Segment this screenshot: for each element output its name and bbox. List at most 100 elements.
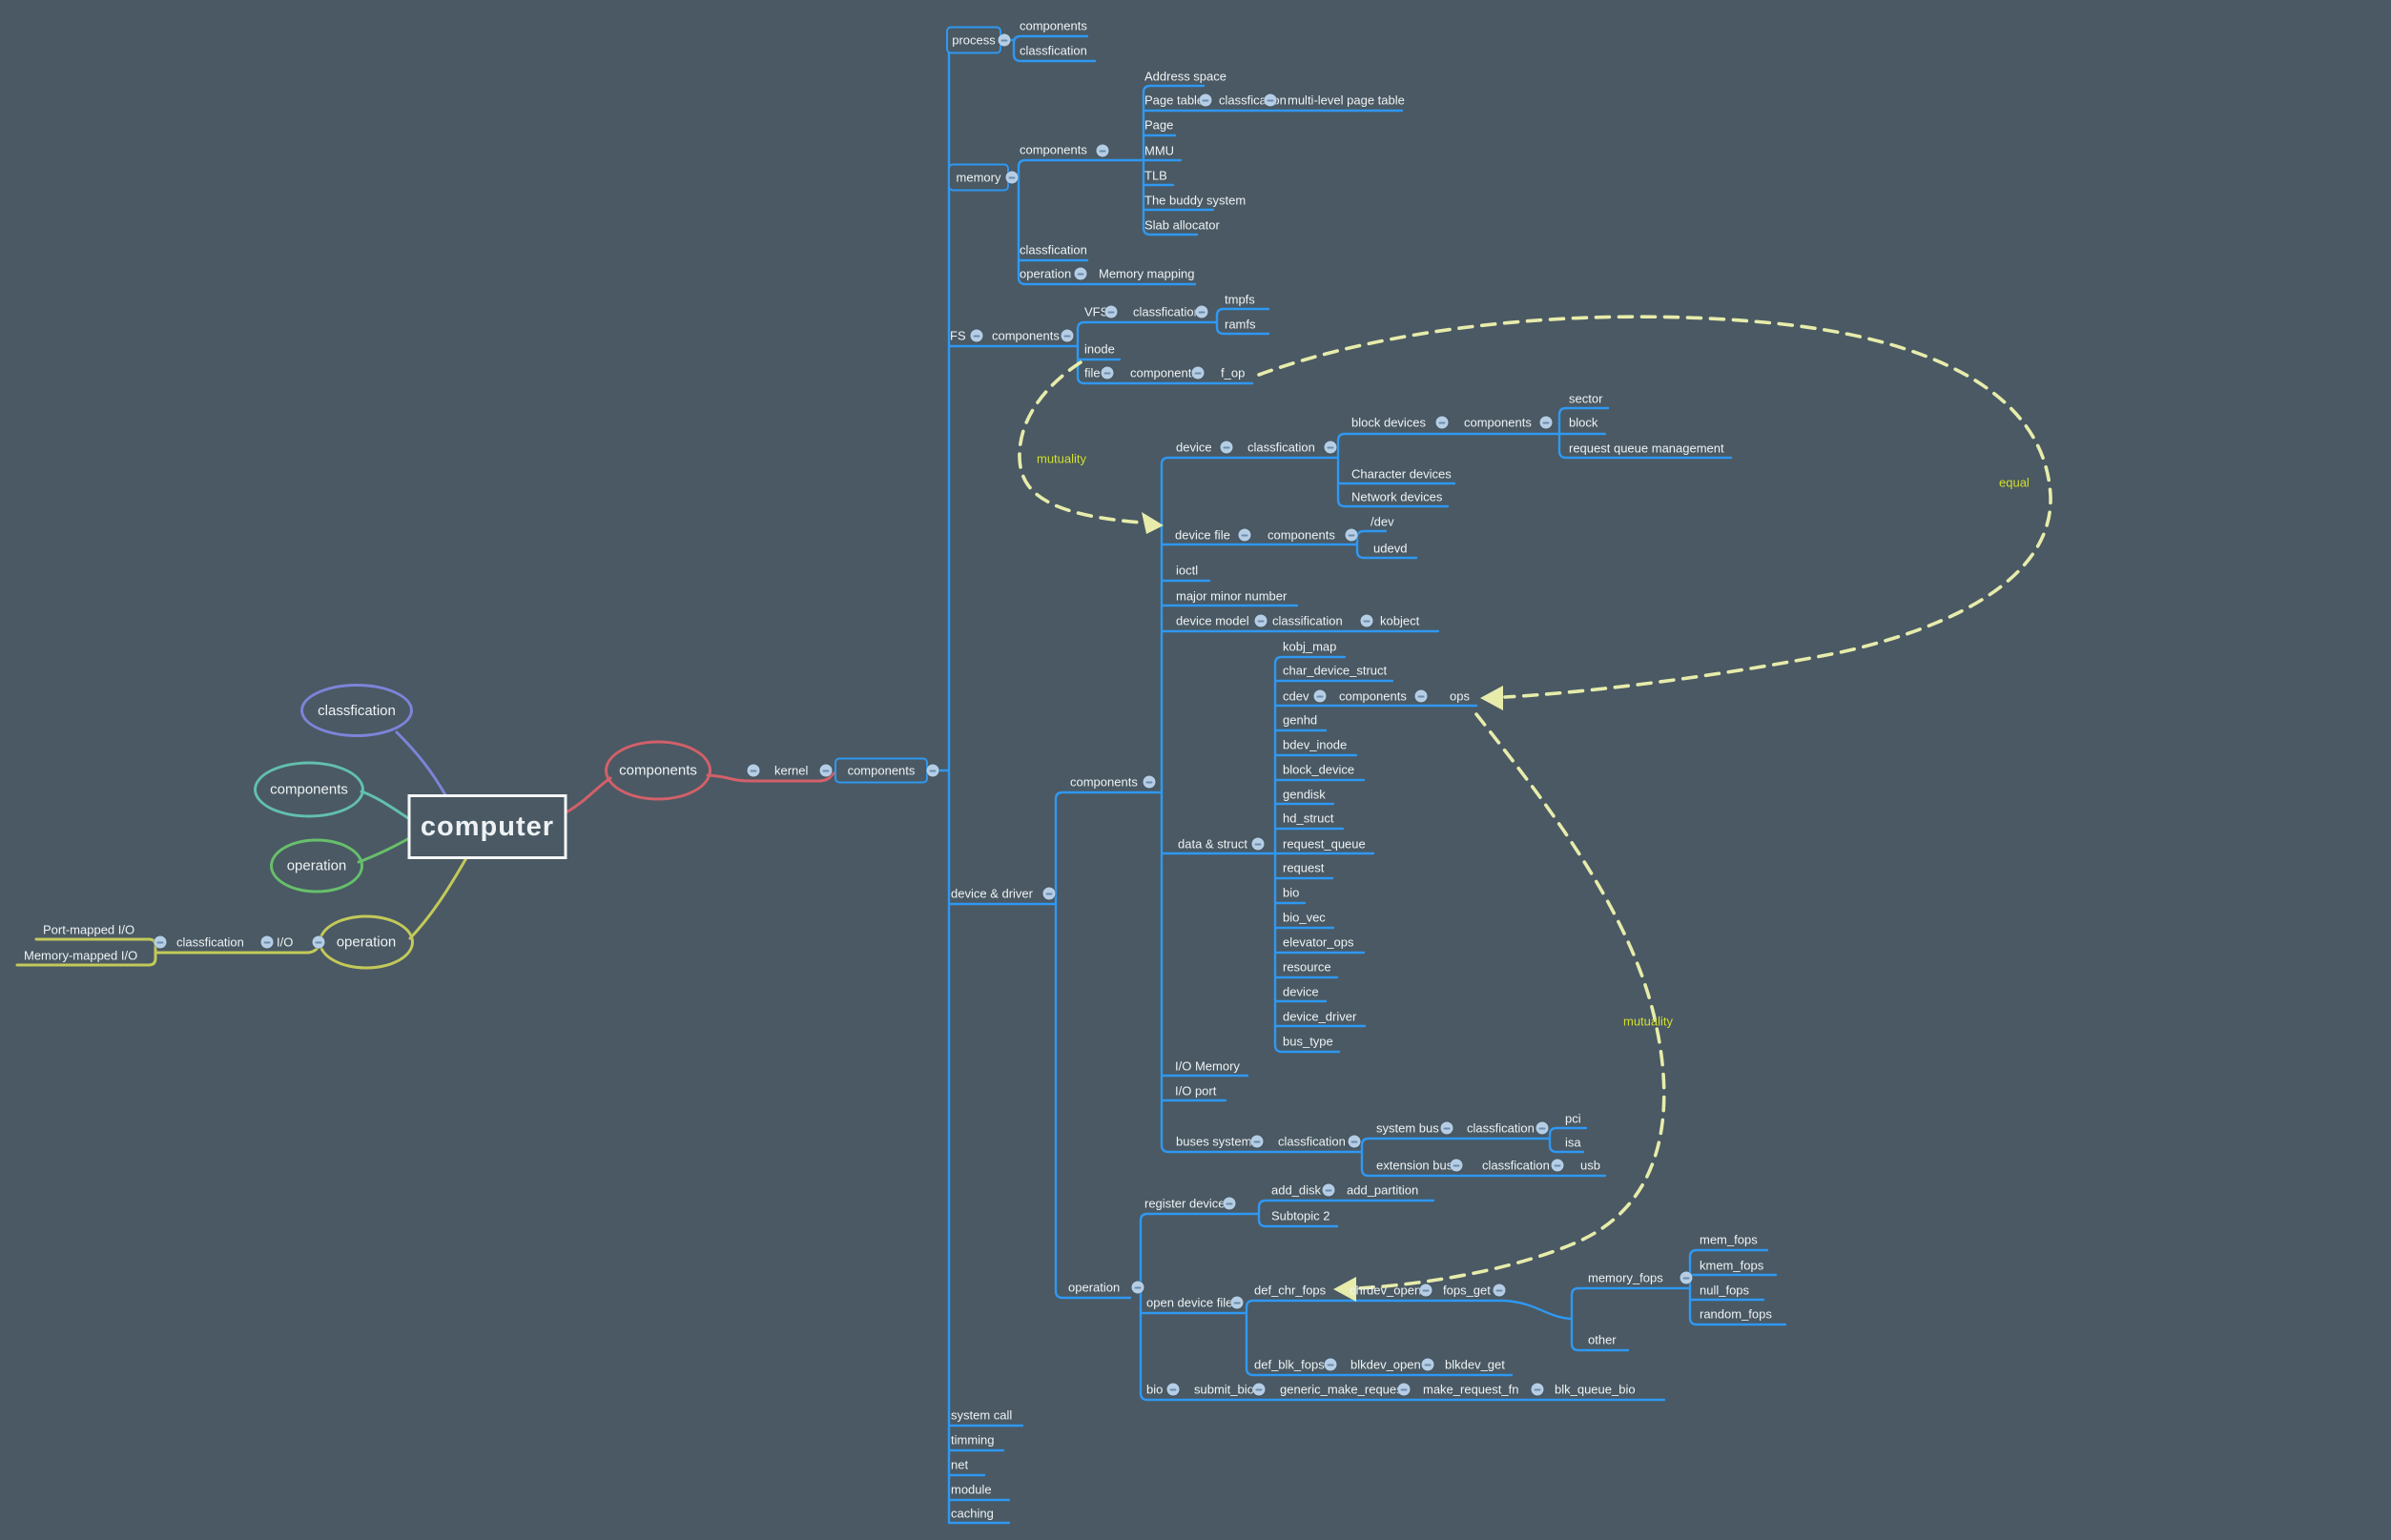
topic-memory-components[interactable]: components — [1020, 142, 1087, 157]
collapse-icon[interactable] — [819, 764, 833, 777]
topic-bio-struct[interactable]: bio — [1283, 885, 1300, 900]
collapse-icon[interactable] — [1195, 305, 1208, 318]
collapse-icon[interactable] — [1005, 171, 1019, 184]
collapse-icon[interactable] — [1061, 329, 1074, 342]
topic-dd-operation[interactable]: operation — [1068, 1280, 1121, 1295]
box-memory[interactable]: memory — [948, 163, 1009, 192]
topic-blkdev-open[interactable]: blkdev_open — [1350, 1357, 1421, 1372]
topic-f-op[interactable]: f_op — [1221, 365, 1246, 380]
topic-buddy-system[interactable]: The buddy system — [1144, 193, 1247, 208]
topic-gendisk[interactable]: gendisk — [1283, 787, 1326, 802]
topic-kernel[interactable]: kernel — [774, 763, 809, 778]
topic-device-struct[interactable]: device — [1283, 984, 1319, 999]
topic-tmpfs[interactable]: tmpfs — [1225, 292, 1255, 307]
topic-memory-mapping[interactable]: Memory mapping — [1099, 266, 1195, 281]
topic-inode[interactable]: inode — [1084, 341, 1115, 357]
relationship-curve-mutuality-1[interactable] — [1018, 360, 1144, 524]
oval-classfication[interactable]: classfication — [300, 684, 413, 737]
collapse-icon[interactable] — [1104, 305, 1118, 318]
collapse-icon[interactable] — [1397, 1383, 1411, 1396]
topic-device-model[interactable]: device model — [1176, 613, 1249, 628]
collapse-icon[interactable] — [1322, 1183, 1335, 1197]
topic-cdev[interactable]: cdev — [1283, 688, 1309, 704]
collapse-icon[interactable] — [926, 764, 939, 777]
topic-kobject[interactable]: kobject — [1380, 613, 1420, 628]
topic-def-chr-fops[interactable]: def_chr_fops — [1254, 1283, 1327, 1298]
topic-request[interactable]: request — [1283, 860, 1325, 875]
collapse-icon[interactable] — [260, 935, 274, 949]
collapse-icon[interactable] — [1220, 441, 1233, 454]
topic-subtopic-2[interactable]: Subtopic 2 — [1271, 1208, 1330, 1223]
topic-resource[interactable]: resource — [1283, 959, 1331, 975]
collapse-icon[interactable] — [1250, 1135, 1264, 1148]
rel-label-mutuality-2[interactable]: mutuality — [1623, 1014, 1674, 1029]
rel-label-equal[interactable]: equal — [1999, 475, 2030, 490]
collapse-icon[interactable] — [1254, 614, 1268, 627]
topic-register-device[interactable]: register device — [1144, 1196, 1226, 1211]
topic-major-minor-number[interactable]: major minor number — [1176, 588, 1288, 604]
topic-device-classfication[interactable]: classfication — [1247, 440, 1315, 455]
topic-multi-level-page-table[interactable]: multi-level page table — [1288, 92, 1405, 108]
topic-system-call[interactable]: system call — [951, 1407, 1013, 1423]
topic-udevd[interactable]: udevd — [1373, 541, 1408, 556]
topic-blk-queue-bio[interactable]: blk_queue_bio — [1555, 1382, 1636, 1397]
topic-device-driver-main[interactable]: device & driver — [951, 886, 1033, 901]
topic-block-devices[interactable]: block devices — [1351, 415, 1427, 430]
topic-request-queue-management[interactable]: request queue management — [1569, 441, 1724, 456]
topic-genhd[interactable]: genhd — [1283, 712, 1318, 728]
collapse-icon[interactable] — [1536, 1121, 1549, 1135]
topic-fops-get[interactable]: fops_get — [1443, 1283, 1491, 1298]
topic-random-fops[interactable]: random_fops — [1700, 1306, 1772, 1322]
topic-blkdev-get[interactable]: blkdev_get — [1445, 1357, 1505, 1372]
topic-device-model-classification[interactable]: classification — [1272, 613, 1343, 628]
collapse-icon[interactable] — [1251, 837, 1265, 851]
topic-page[interactable]: Page — [1144, 117, 1174, 133]
box-kernel-components[interactable]: components — [835, 757, 928, 784]
topic-ramfs[interactable]: ramfs — [1225, 317, 1256, 332]
collapse-icon[interactable] — [1539, 416, 1553, 429]
topic-bio[interactable]: bio — [1146, 1382, 1164, 1397]
topic-vfs[interactable]: VFS — [1084, 304, 1109, 319]
collapse-icon[interactable] — [1348, 1135, 1361, 1148]
topic-ioctl[interactable]: ioctl — [1176, 563, 1199, 578]
collapse-icon[interactable] — [1191, 366, 1205, 380]
topic-bus-type[interactable]: bus_type — [1283, 1034, 1333, 1049]
topic-address-space[interactable]: Address space — [1144, 69, 1226, 84]
collapse-icon[interactable] — [1313, 689, 1327, 703]
topic-make-request-fn[interactable]: make_request_fn — [1423, 1382, 1519, 1397]
collapse-icon[interactable] — [1435, 416, 1449, 429]
collapse-icon[interactable] — [1074, 267, 1087, 280]
collapse-icon[interactable] — [1264, 93, 1277, 107]
relationship-curve-mutuality-2[interactable] — [1356, 712, 1666, 1290]
collapse-icon[interactable] — [1230, 1296, 1244, 1309]
topic-bdev-inode[interactable]: bdev_inode — [1283, 737, 1348, 752]
topic-dev[interactable]: /dev — [1371, 514, 1394, 529]
topic-process-classfication[interactable]: classfication — [1020, 43, 1087, 58]
topic-memory-fops[interactable]: memory_fops — [1588, 1270, 1663, 1285]
oval-components-red[interactable]: components — [605, 740, 711, 801]
topic-other[interactable]: other — [1588, 1332, 1617, 1347]
topic-module[interactable]: module — [951, 1482, 992, 1497]
collapse-icon[interactable] — [1421, 1358, 1434, 1371]
oval-operation-olive[interactable]: operation — [319, 914, 414, 970]
oval-operation-green[interactable]: operation — [270, 838, 363, 893]
topic-request-queue[interactable]: request_queue — [1283, 836, 1366, 852]
topic-kobj-map[interactable]: kobj_map — [1283, 639, 1337, 654]
topic-char-device-struct[interactable]: char_device_struct — [1283, 663, 1388, 678]
topic-system-bus[interactable]: system bus — [1376, 1120, 1439, 1136]
topic-caching[interactable]: caching — [951, 1506, 994, 1521]
collapse-icon[interactable] — [1360, 614, 1373, 627]
topic-device-driver-struct[interactable]: device_driver — [1283, 1009, 1357, 1024]
topic-block-devices-components[interactable]: components — [1464, 415, 1532, 430]
topic-port-mapped-io[interactable]: Port-mapped I/O — [43, 922, 135, 937]
topic-device-file[interactable]: device file — [1175, 527, 1230, 543]
collapse-icon[interactable] — [154, 935, 167, 949]
topic-null-fops[interactable]: null_fops — [1700, 1283, 1750, 1298]
topic-fs[interactable]: FS — [950, 328, 966, 343]
root-computer[interactable]: computer — [407, 794, 567, 859]
collapse-icon[interactable] — [1440, 1121, 1453, 1135]
topic-page-table[interactable]: Page table — [1144, 92, 1205, 108]
collapse-icon[interactable] — [1223, 1197, 1236, 1210]
topic-memory-classfication[interactable]: classfication — [1020, 242, 1087, 257]
topic-mmu[interactable]: MMU — [1144, 143, 1175, 158]
